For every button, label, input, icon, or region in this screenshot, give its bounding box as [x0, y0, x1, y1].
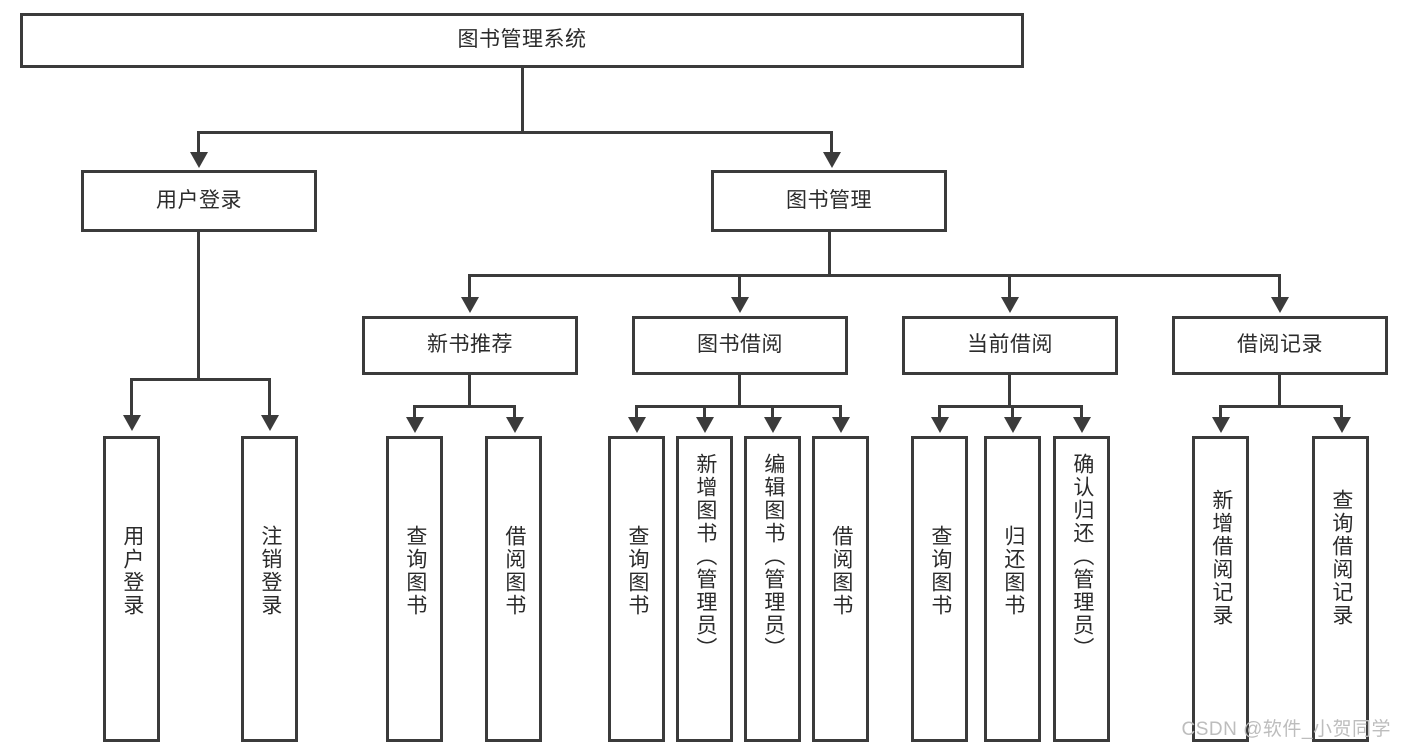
connector-root-to-user-login: [197, 131, 200, 153]
connector-book-manage-stem: [828, 232, 831, 274]
arrow-book-borrow-leaf-4: [832, 417, 850, 433]
connector-current-borrow-drop-3: [1080, 405, 1083, 418]
node-leaf-query-record-label: 查询借阅记录: [1329, 489, 1353, 627]
node-user-login-label: 用户登录: [156, 188, 242, 212]
connector-book-borrow-bus: [635, 405, 842, 408]
node-new-book-recommend[interactable]: 新书推荐: [362, 316, 578, 375]
node-leaf-borrow-book-1[interactable]: 借阅图书: [485, 436, 542, 742]
connector-book-borrow-stem: [738, 375, 741, 408]
connector-book-borrow-drop-1: [635, 405, 638, 418]
node-borrow-record[interactable]: 借阅记录: [1172, 316, 1388, 375]
connector-current-borrow-bus: [938, 405, 1081, 408]
connector-book-manage-bus: [468, 274, 1280, 277]
node-leaf-add-book[interactable]: 新增图书（管理员）: [676, 436, 733, 742]
connector-current-borrow-stem: [1008, 375, 1011, 408]
arrow-book-borrow-leaf-3: [764, 417, 782, 433]
arrow-current-borrow-leaf-2: [1004, 417, 1022, 433]
connector-user-login-drop-2: [268, 378, 271, 416]
node-new-book-recommend-label: 新书推荐: [427, 333, 513, 357]
connector-borrow-record-drop-2: [1340, 405, 1343, 418]
node-book-manage-label: 图书管理: [786, 188, 872, 212]
connector-new-book-drop-1: [413, 405, 416, 418]
node-leaf-query-book-2[interactable]: 查询图书: [608, 436, 665, 742]
node-user-login[interactable]: 用户登录: [81, 170, 317, 232]
connector-book-manage-drop-2: [738, 274, 741, 298]
arrow-book-borrow-leaf-2: [696, 417, 714, 433]
node-leaf-confirm-return[interactable]: 确认归还（管理员）: [1053, 436, 1110, 742]
connector-current-borrow-drop-1: [938, 405, 941, 418]
connector-new-book-bus: [413, 405, 516, 408]
connector-book-borrow-drop-3: [771, 405, 774, 418]
node-borrow-record-label: 借阅记录: [1237, 333, 1323, 357]
arrow-book-manage-child-2: [731, 297, 749, 313]
connector-root-stem: [521, 68, 524, 131]
arrow-borrow-record-leaf-1: [1212, 417, 1230, 433]
node-leaf-borrow-book-1-label: 借阅图书: [502, 525, 526, 617]
arrow-borrow-record-leaf-2: [1333, 417, 1351, 433]
node-leaf-query-book-1[interactable]: 查询图书: [386, 436, 443, 742]
connector-new-book-stem: [468, 375, 471, 408]
connector-book-manage-drop-4: [1278, 274, 1281, 298]
node-leaf-add-book-label: 新增图书（管理员）: [693, 453, 717, 660]
connector-root-bus: [197, 131, 833, 134]
node-leaf-logout[interactable]: 注销登录: [241, 436, 298, 742]
arrow-user-login-leaf-1: [123, 415, 141, 431]
node-book-manage[interactable]: 图书管理: [711, 170, 947, 232]
connector-book-manage-drop-1: [468, 274, 471, 298]
node-current-borrow[interactable]: 当前借阅: [902, 316, 1118, 375]
arrow-current-borrow-leaf-3: [1073, 417, 1091, 433]
node-book-borrow[interactable]: 图书借阅: [632, 316, 848, 375]
arrow-new-book-leaf-1: [406, 417, 424, 433]
node-book-borrow-label: 图书借阅: [697, 333, 783, 357]
connector-user-login-bus: [130, 378, 268, 381]
node-root-system[interactable]: 图书管理系统: [20, 13, 1024, 68]
node-leaf-borrow-book-2-label: 借阅图书: [829, 525, 853, 617]
node-leaf-add-record-label: 新增借阅记录: [1209, 489, 1233, 627]
node-leaf-query-book-2-label: 查询图书: [625, 525, 649, 617]
arrow-current-borrow-leaf-1: [931, 417, 949, 433]
node-leaf-edit-book[interactable]: 编辑图书（管理员）: [744, 436, 801, 742]
arrow-book-manage-child-1: [461, 297, 479, 313]
connector-borrow-record-bus: [1219, 405, 1343, 408]
connector-book-borrow-drop-2: [703, 405, 706, 418]
connector-user-login-drop-1: [130, 378, 133, 416]
connector-new-book-drop-2: [513, 405, 516, 418]
node-leaf-add-record[interactable]: 新增借阅记录: [1192, 436, 1249, 742]
arrow-root-to-book-manage: [823, 152, 841, 168]
node-leaf-confirm-return-label: 确认归还（管理员）: [1070, 453, 1094, 660]
node-leaf-logout-label: 注销登录: [258, 525, 282, 617]
node-leaf-return-book-label: 归还图书: [1001, 525, 1025, 617]
arrow-user-login-leaf-2: [261, 415, 279, 431]
arrow-book-borrow-leaf-1: [628, 417, 646, 433]
connector-borrow-record-stem: [1278, 375, 1281, 408]
node-root-label: 图书管理系统: [457, 28, 587, 52]
node-leaf-query-book-3-label: 查询图书: [928, 525, 952, 617]
node-current-borrow-label: 当前借阅: [967, 333, 1053, 357]
connector-root-to-book-manage: [830, 131, 833, 153]
node-leaf-return-book[interactable]: 归还图书: [984, 436, 1041, 742]
arrow-root-to-user-login: [190, 152, 208, 168]
csdn-watermark: CSDN @软件_小贺同学: [1181, 719, 1391, 740]
node-leaf-borrow-book-2[interactable]: 借阅图书: [812, 436, 869, 742]
arrow-book-manage-child-4: [1271, 297, 1289, 313]
node-leaf-query-book-3[interactable]: 查询图书: [911, 436, 968, 742]
connector-book-borrow-drop-4: [839, 405, 842, 418]
connector-borrow-record-drop-1: [1219, 405, 1222, 418]
node-leaf-user-login[interactable]: 用户登录: [103, 436, 160, 742]
connector-book-manage-drop-3: [1008, 274, 1011, 298]
arrow-book-manage-child-3: [1001, 297, 1019, 313]
node-leaf-query-book-1-label: 查询图书: [403, 525, 427, 617]
node-leaf-query-record[interactable]: 查询借阅记录: [1312, 436, 1369, 742]
node-leaf-edit-book-label: 编辑图书（管理员）: [761, 453, 785, 660]
connector-user-login-stem: [197, 232, 200, 378]
node-leaf-user-login-label: 用户登录: [120, 525, 144, 617]
connector-current-borrow-drop-2: [1011, 405, 1014, 418]
arrow-new-book-leaf-2: [506, 417, 524, 433]
